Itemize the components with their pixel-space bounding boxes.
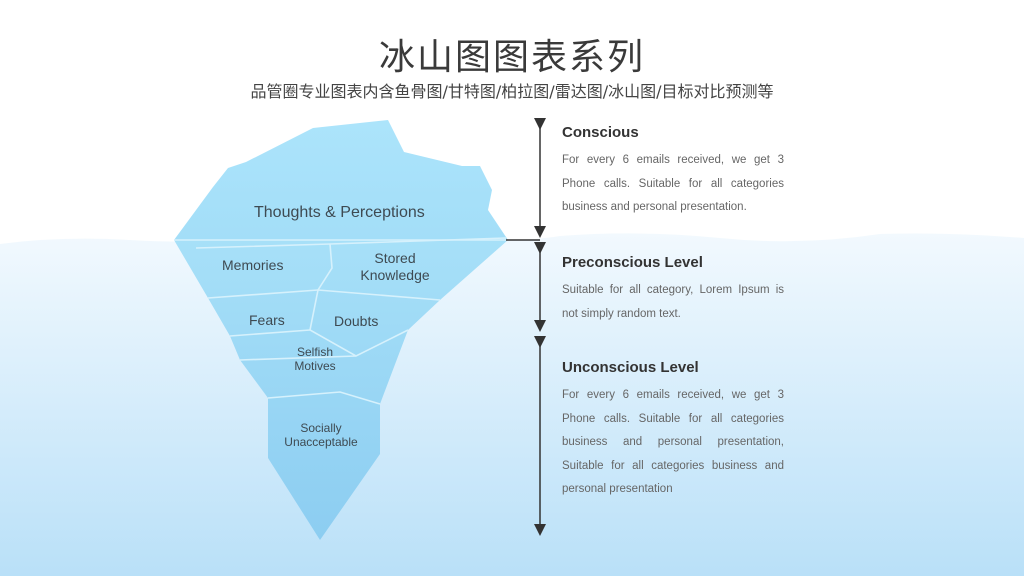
water-area: [0, 233, 1024, 576]
section-preconscious-title: Preconscious Level: [562, 254, 703, 271]
page-title: 冰山图图表系列: [378, 37, 645, 78]
section-preconscious-text: Suitable for all category, Lorem Ipsum i…: [562, 284, 784, 320]
iceberg-submerged: [174, 240, 508, 540]
socially-line2: Unacceptable: [284, 435, 358, 450]
socially-line1: Socially: [300, 421, 342, 435]
iceberg-tip: [174, 120, 508, 240]
section-unconscious: Unconscious Level For every 6 emails rec…: [562, 359, 784, 502]
stored-line2: Knowledge: [360, 266, 430, 283]
section-unconscious-title: Unconscious Level: [562, 359, 699, 376]
label-doubts: Doubts: [334, 313, 379, 329]
section-conscious-text: For every 6 emails received, we get 3 Ph…: [562, 154, 784, 213]
segment-lines: [174, 237, 508, 405]
stored-line1: Stored: [374, 250, 416, 266]
label-thoughts: Thoughts & Perceptions: [254, 204, 425, 221]
selfish-line2: Motives: [294, 359, 336, 374]
label-selfish-motives: Selfish Motives: [285, 345, 345, 374]
section-preconscious: Preconscious Level Suitable for all cate…: [562, 254, 784, 326]
section-unconscious-text: For every 6 emails received, we get 3 Ph…: [562, 389, 784, 495]
label-socially-unacceptable: Socially Unacceptable: [276, 421, 366, 450]
level-arrows: [506, 118, 546, 536]
section-conscious: Conscious For every 6 emails received, w…: [562, 124, 784, 220]
section-conscious-title: Conscious: [562, 124, 639, 141]
label-stored-knowledge: Stored Knowledge: [355, 250, 435, 284]
selfish-line1: Selfish: [296, 345, 334, 359]
label-fears: Fears: [249, 312, 285, 328]
page-subtitle: 品管圈专业图表内含鱼骨图/甘特图/柏拉图/雷达图/冰山图/目标对比预测等: [250, 82, 774, 101]
label-memories: Memories: [222, 257, 284, 273]
